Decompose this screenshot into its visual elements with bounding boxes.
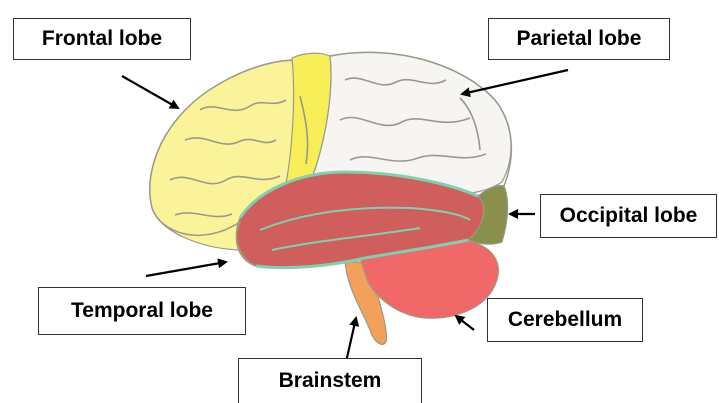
brainstem-label: Brainstem [238,358,422,403]
arrow-temporal [146,262,226,276]
parietal-lobe-label: Parietal lobe [488,18,670,60]
occipital-lobe-label: Occipital lobe [540,194,717,238]
cerebellum-label: Cerebellum [487,298,643,342]
arrow-brainstem [346,318,356,362]
arrow-cerebellum [456,316,474,330]
frontal-lobe-label: Frontal lobe [13,18,191,60]
arrow-frontal [122,76,178,108]
arrow-parietal [462,70,568,94]
temporal-lobe-label: Temporal lobe [38,287,246,335]
